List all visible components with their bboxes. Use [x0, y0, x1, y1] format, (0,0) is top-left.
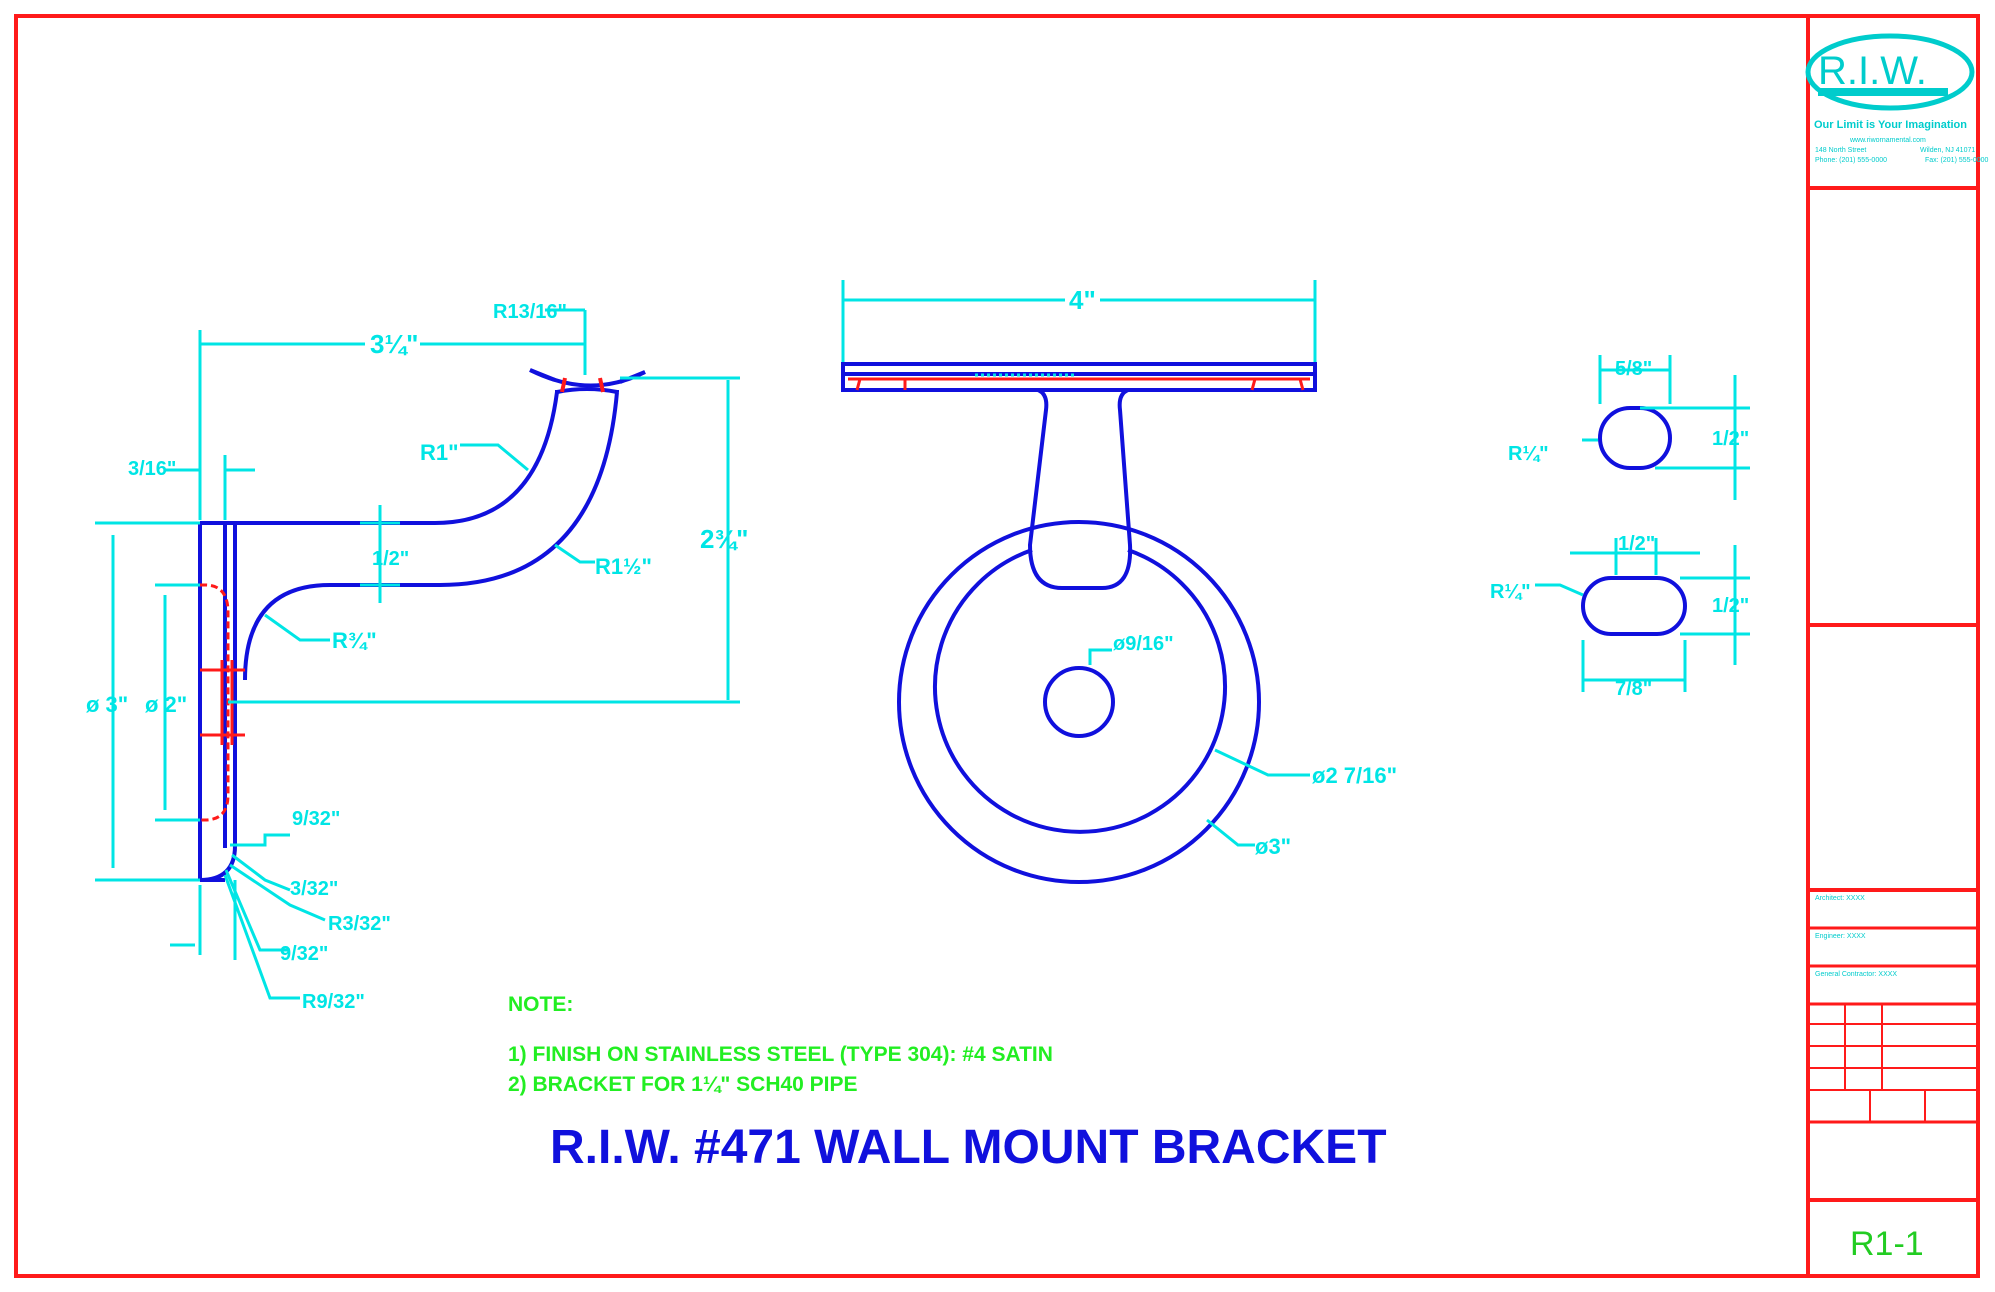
dim-bend-radius-inner: R1½" — [595, 554, 652, 579]
architect-field: Architect: XXXX — [1815, 895, 1865, 902]
dim-hole-diameter: ø9/16" — [1113, 633, 1174, 655]
dim-inner-diameter: ø2 7/16" — [1312, 763, 1397, 788]
slot-views: 5/8" R¼" 1/2" 1/2" R¼" 1/2" 7/8" — [1490, 355, 1750, 700]
company-fax: Fax: (201) 555-0000 — [1925, 157, 1989, 164]
dim-large-center: 1/2" — [1618, 533, 1655, 555]
company-tagline: Our Limit is Your Imagination — [1814, 119, 1967, 131]
dim-top-radius: R13/16" — [493, 301, 567, 323]
company-phone: Phone: (201) 555-0000 — [1815, 157, 1887, 164]
outer-border — [14, 14, 1980, 1278]
dim-small-radius: R¼" — [1508, 443, 1549, 465]
dim-radius-e: R9/32" — [302, 991, 365, 1013]
dim-plate-diameter: ø 3" — [86, 692, 128, 717]
note-heading: NOTE: — [508, 993, 573, 1016]
revision-table — [1808, 1004, 1978, 1124]
notes: NOTE: 1) FINISH ON STAINLESS STEEL (TYPE… — [508, 993, 1053, 1096]
dim-lower-bend-radius: R¾" — [332, 628, 377, 653]
engineer-field: Engineer: XXXX — [1815, 933, 1866, 940]
company-website: www.riwornamental.com — [1849, 137, 1926, 144]
dim-small-height: 1/2" — [1712, 428, 1749, 450]
contractor-field: General Contractor: XXXX — [1815, 971, 1897, 978]
dim-d: 9/32" — [280, 943, 328, 965]
dim-bend-radius-outer: R1" — [420, 440, 459, 465]
dim-large-height: 1/2" — [1712, 595, 1749, 617]
dim-saddle-width: 4" — [1069, 285, 1096, 315]
company-city: Wilden, NJ 41071 — [1920, 147, 1975, 154]
dim-plate-thickness: 3/16" — [128, 458, 176, 480]
dim-b: 3/32" — [290, 878, 338, 900]
dim-large-width: 7/8" — [1615, 678, 1652, 700]
title-block: R.I.W. Our Limit is Your Imagination www… — [1805, 33, 1989, 1263]
dim-small-width: 5/8" — [1615, 358, 1652, 380]
company-logo: R.I.W. — [1805, 33, 1975, 111]
dim-outer-diameter: ø3" — [1255, 834, 1291, 859]
dim-arm-thickness: 1/2" — [372, 548, 409, 570]
drawing-title: R.I.W. #471 WALL MOUNT BRACKET — [550, 1121, 1387, 1174]
dim-a: 9/32" — [292, 808, 340, 830]
dim-height: 2¾" — [700, 524, 748, 554]
dim-slot-diameter: ø 2" — [145, 692, 187, 717]
dim-large-radius: R¼" — [1490, 581, 1531, 603]
logo-text: R.I.W. — [1818, 49, 1927, 93]
note-line-1: 1) FINISH ON STAINLESS STEEL (TYPE 304):… — [508, 1043, 1053, 1066]
front-view: 4" ø9/16" ø2 7/16" ø3" — [841, 280, 1397, 884]
side-view: 3¼" R13/16" 3/16" R1" 1/2" R1½" 2¾" R¾" … — [86, 301, 748, 1013]
note-line-2: 2) BRACKET FOR 1¼" SCH40 PIPE — [508, 1073, 858, 1096]
dim-overall-width: 3¼" — [370, 329, 418, 359]
company-address: 148 North Street — [1815, 147, 1866, 154]
sheet-number: R1-1 — [1850, 1225, 1924, 1263]
dim-radius-c: R3/32" — [328, 913, 391, 935]
